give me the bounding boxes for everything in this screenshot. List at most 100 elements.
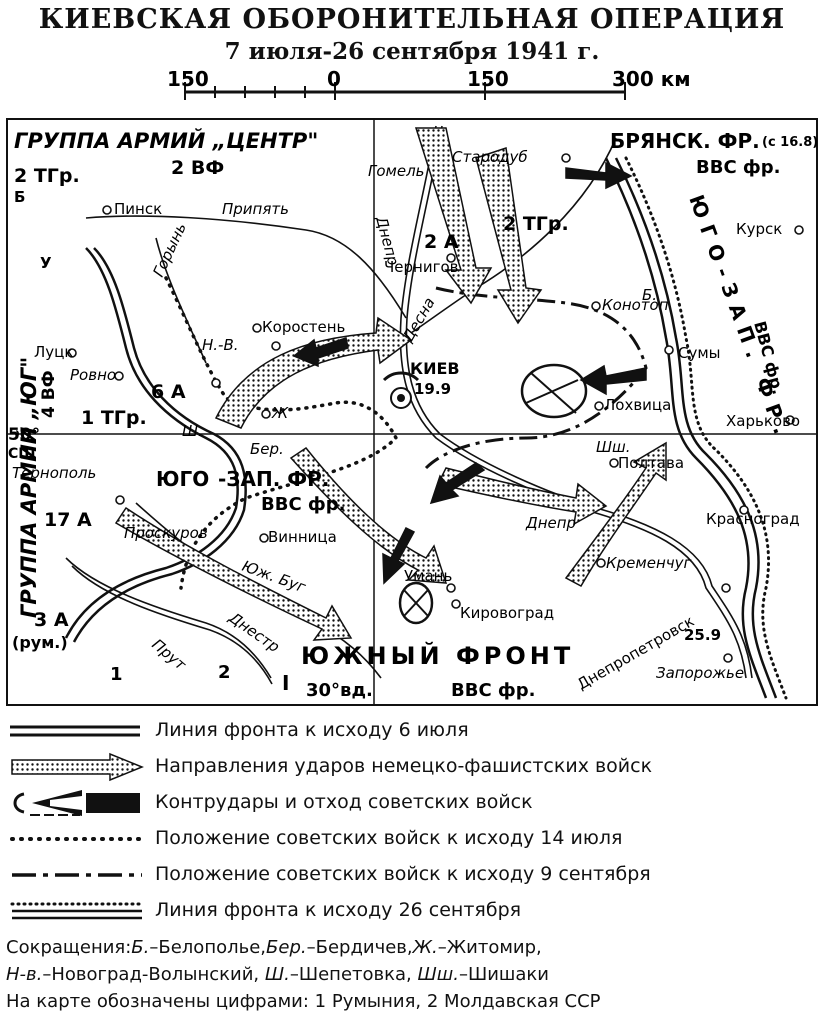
city-krasnograd: Красноград [706,510,800,528]
city-kharkovo: Харьково [726,412,800,430]
city-sh: Ш. [182,422,203,440]
encirclement-kiev-east [520,363,588,419]
city-kiev: КИЕВ [410,359,460,378]
city-rovno: Ровно [70,366,116,384]
legend-row-front-26-sept: Линия фронта к исходу 26 сентября [0,896,824,926]
abbr-key: Ш. [264,964,290,985]
unit-3-a: 3 А [34,609,69,631]
city-vinnitsa: Винница [268,528,337,546]
southwest-front-label-1: ЮГО [156,467,209,491]
legend-symbol-double-line [10,725,140,737]
dnestr-river [65,557,272,679]
city-konotop: Конотоп [602,296,669,314]
abbr-key: Ж. [412,937,438,958]
unit-4-vf: 4 ВФ [39,370,59,418]
soviet-counterattack-arrow-5 [292,337,349,368]
letter-u-marker: У [40,254,52,272]
map-title: КИЕВСКАЯ ОБОРОНИТЕЛЬНАЯ ОПЕРАЦИЯ [38,4,786,35]
city-ber: Бер. [250,440,284,458]
city-kiev-date: 19.9 [414,380,451,398]
river-pripyat-label: Припять [222,200,289,218]
legend-symbol-dotted-line [10,837,144,841]
legend-row-german-attacks: Направления ударов немецко-фашистских во… [0,752,824,782]
unit-6-a: 6 А [151,381,186,403]
soviet-counterattack-arrow-2 [565,161,633,190]
dnestr-river-bank [71,565,273,685]
south-vvs-label: ВВС фр. [451,680,536,701]
abbr-value: –Бердичев, [306,937,413,958]
city-shsh: Шш. [596,438,631,456]
encirclement-uman [398,581,434,625]
kiev-symbol [382,371,420,409]
legend-text-positions-9-september: Положение советских войск к исходу 9 сен… [155,863,651,885]
german-attack-arrow-south-1 [289,446,448,584]
southwest-vvs-label: ВВС фр. [261,494,346,515]
city-b: Б. [642,286,657,304]
german-attack-arrow-kiev [214,316,413,429]
german-attack-arrow-kremenchug [564,441,667,588]
unit-1-tgr: 1 ТГр. [81,407,147,429]
abbreviations-label: Сокращения: [6,937,132,958]
legend-row-soviet-counterattacks: Контрудары и отход советских войск [0,788,824,818]
legend-text-soviet-counterattacks: Контрудары и отход советских войск [155,791,533,813]
abbr-value: –Новоград-Волынский, [42,964,260,985]
map-subtitle: 7 июля-26 сентября 1941 г. [224,38,600,65]
german-attack-arrow-east [436,467,608,526]
pripyat-river [85,215,407,319]
front-line-6-july [64,247,239,639]
abbreviations-line: Сокращения:Б.–Белополье,Бер.–Бердичев,Ж.… [6,934,822,961]
scale-label-150-right: 150 [467,68,509,91]
operation-map: ГРУППА АРМИЙ „ЦЕНТР" ГРУППА АРМИЙ „ЮГ" Б… [6,118,818,706]
river-dnepr-south-label: Днепр [525,514,576,532]
city-poltava: Полтава [618,454,684,472]
numbers-note: На карте обозначены цифрами: 1 Румыния, … [6,991,601,1012]
city-korosten: Коростень [262,318,345,336]
abbr-key: Н-в. [6,964,43,985]
german-attack-arrow-north-2 [475,147,543,325]
legend-symbol-black-arrow [13,790,140,816]
roman-1-marker: I [282,671,289,695]
front-line-26-sept [604,157,768,699]
city-proskurov: Проскуров [124,524,208,542]
city-zaporozhye: Запорожье [656,664,744,682]
front-line-26-sept-dots [624,156,788,700]
city-gomel: Гомель [368,162,425,180]
unit-2-vf: 2 ВФ [171,157,224,179]
abbr-key: Бер. [266,937,307,958]
scale-bar: 150 0 150 300 км [167,68,691,100]
city-sumy: Сумы [678,344,721,362]
city-lokhvitsa: Лохвица [604,396,671,414]
front-line-6-july-inner [72,247,247,643]
desna-river [410,137,617,334]
legend-text-front-6-july: Линия фронта к исходу 6 июля [155,719,469,741]
abbreviations-line-2: Н-в.–Новоград-Волынский, Ш.–Шепетовка, Ш… [6,961,822,988]
army-group-center-label: ГРУППА АРМИЙ „ЦЕНТР" [14,128,318,153]
number-1-marker: 1 [110,664,123,685]
german-attack-arrow-uman [114,506,353,641]
german-attack-arrow-north-1 [414,127,493,305]
city-nv: Н.-В. [202,336,239,354]
abbr-key: Шш. [417,964,459,985]
meridian-label: 30°вд. [306,680,373,701]
unit-17-a: 17 А [44,509,92,531]
abbr-value: –Житомир, [437,937,542,958]
bryansk-front-label: БРЯНСК. ФР. [610,129,760,153]
legend-text-front-26-sept: Линия фронта к исходу 26 сентября [155,899,522,921]
army-group-south-label: ГРУППА АРМИЙ „ЮГ" [16,357,41,618]
legend-text-german-attacks: Направления ударов немецко-фашистских во… [155,755,653,777]
scale-label-300: 300 км [612,68,691,91]
legend-text-positions-14-july: Положение советских войск к исходу 14 ию… [155,827,623,849]
legend-row-positions-9-september: Положение советских войск к исходу 9 сен… [0,860,824,890]
abbr-key: Б. [131,937,150,958]
abbr-value: –Белополье, [149,937,267,958]
city-kremenchug: Кременчуг [606,554,691,572]
southwest-front-label-2: -ЗАП. ФР. [218,467,329,491]
number-2-marker: 2 [218,662,231,683]
city-zh: Ж [271,404,289,422]
city-uman: Умань [404,567,452,585]
soviet-counterattack-arrow-1 [579,364,647,396]
soviet-counterattack-arrow-4 [382,526,416,585]
letter-b-marker: Б [14,188,25,206]
legend-symbol-dotted-double-line [10,902,144,920]
city-pinsk: Пинск [114,200,162,218]
